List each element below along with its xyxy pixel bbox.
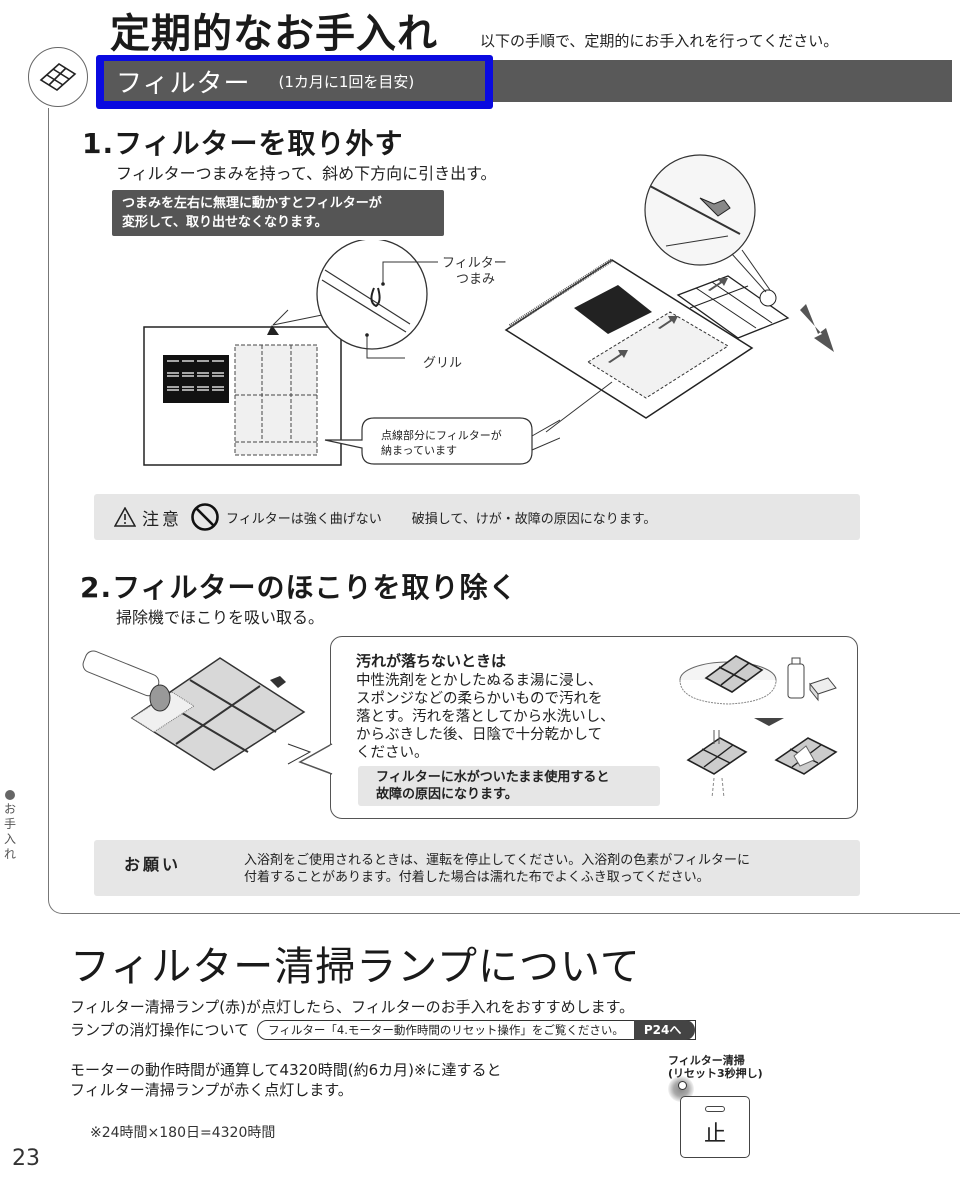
button-slot-icon <box>705 1106 725 1112</box>
reference-text: フィルター「4.モーター動作時間のリセット操作」をご覧ください。 <box>268 1022 624 1037</box>
caution-reason: 破損して、けが・故障の原因になります。 <box>411 511 657 527</box>
lamp-reset-reference: ランプの消灯操作について フィルター「4.モーター動作時間のリセット操作」をご覧… <box>70 1019 697 1040</box>
side-tab-care[interactable]: お 手 入 れ <box>3 790 17 862</box>
lamp-reset-prefix: ランプの消灯操作について <box>70 1021 250 1039</box>
footnote: ※24時間×180日=4320時間 <box>90 1125 276 1141</box>
page-title: 定期的なお手入れ <box>110 11 438 57</box>
filter-lamp-label: フィルター清掃 (リセット3秒押し) <box>668 1054 763 1080</box>
cleaning-tip-note: フィルターに水がついたまま使用すると 故障の原因になります。 <box>358 766 660 806</box>
section-header-filter[interactable]: フィルター (1カ月に1回を目安) <box>104 61 485 101</box>
caution-item: フィルターは強く曲げない <box>226 511 382 527</box>
section-label: フィルター <box>116 68 251 99</box>
lamp-description: フィルター清掃ランプ(赤)が点灯したら、フィルターのお手入れをおすすめします。 <box>70 998 635 1016</box>
cleaning-tip-title: 汚れが落ちないときは <box>356 652 507 670</box>
filter-removal-diagram <box>504 154 834 433</box>
step1-description: フィルターつまみを持って、斜め下方向に引き出す。 <box>116 164 497 183</box>
grille-label: グリル <box>423 356 463 371</box>
vacuum-cleaning-diagram <box>82 650 312 771</box>
front-panel-diagram <box>143 240 560 466</box>
content-frame <box>48 108 960 914</box>
motor-time-text: モーターの動作時間が通算して4320時間(約6カ月)※に達すると フィルター清掃… <box>70 1061 502 1099</box>
stop-button[interactable]: 止 <box>680 1096 750 1158</box>
step2-description: 掃除機でほこりを吸い取る。 <box>116 608 325 627</box>
prohibition-icon <box>191 503 219 531</box>
knob-label: フィルター つまみ <box>442 256 507 287</box>
lamp-section-title: フィルター清掃ランプについて <box>70 944 641 990</box>
page-subtitle: 以下の手順で、定期的にお手入れを行ってください。 <box>480 32 839 50</box>
caution-box: 注意 フィルターは強く曲げない 破損して、けが・故障の原因になります。 <box>94 494 860 540</box>
reference-page-link[interactable]: P24へ <box>633 1019 696 1040</box>
caution-title: 注意 <box>142 509 182 530</box>
section-frequency: (1カ月に1回を目安) <box>278 72 415 91</box>
washing-diagram <box>679 655 838 799</box>
step1-warning-note: つまみを左右に無理に動かすとフィルターが 変形して、取り出せなくなります。 <box>112 190 444 236</box>
filter-icon <box>28 47 88 107</box>
filter-location-callout: 点線部分にフィルターが 納まっています <box>381 429 502 457</box>
request-box <box>94 840 860 896</box>
request-body: 入浴剤をご使用されるときは、運転を停止してください。入浴剤の色素がフィルターに … <box>244 853 750 885</box>
step2-title: 2.フィルターのほこりを取り除く <box>80 571 518 604</box>
page-number: 23 <box>12 1146 40 1171</box>
stop-button-label: 止 <box>703 1122 726 1147</box>
cleaning-tip-body: 中性洗剤をとかしたぬるま湯に浸し、 スポンジなどの柔らかいもので汚れを 落とす。… <box>356 673 615 761</box>
step1-title: 1.フィルターを取り外す <box>82 127 404 160</box>
reference-link[interactable]: フィルター「4.モーター動作時間のリセット操作」をご覧ください。 P24へ <box>257 1019 697 1040</box>
request-title: お願い <box>124 855 182 874</box>
filter-lamp-indicator-icon <box>678 1081 687 1090</box>
side-tab-dot-icon <box>5 790 15 800</box>
warning-triangle-icon <box>114 507 136 527</box>
bubble-pointer <box>298 743 334 775</box>
